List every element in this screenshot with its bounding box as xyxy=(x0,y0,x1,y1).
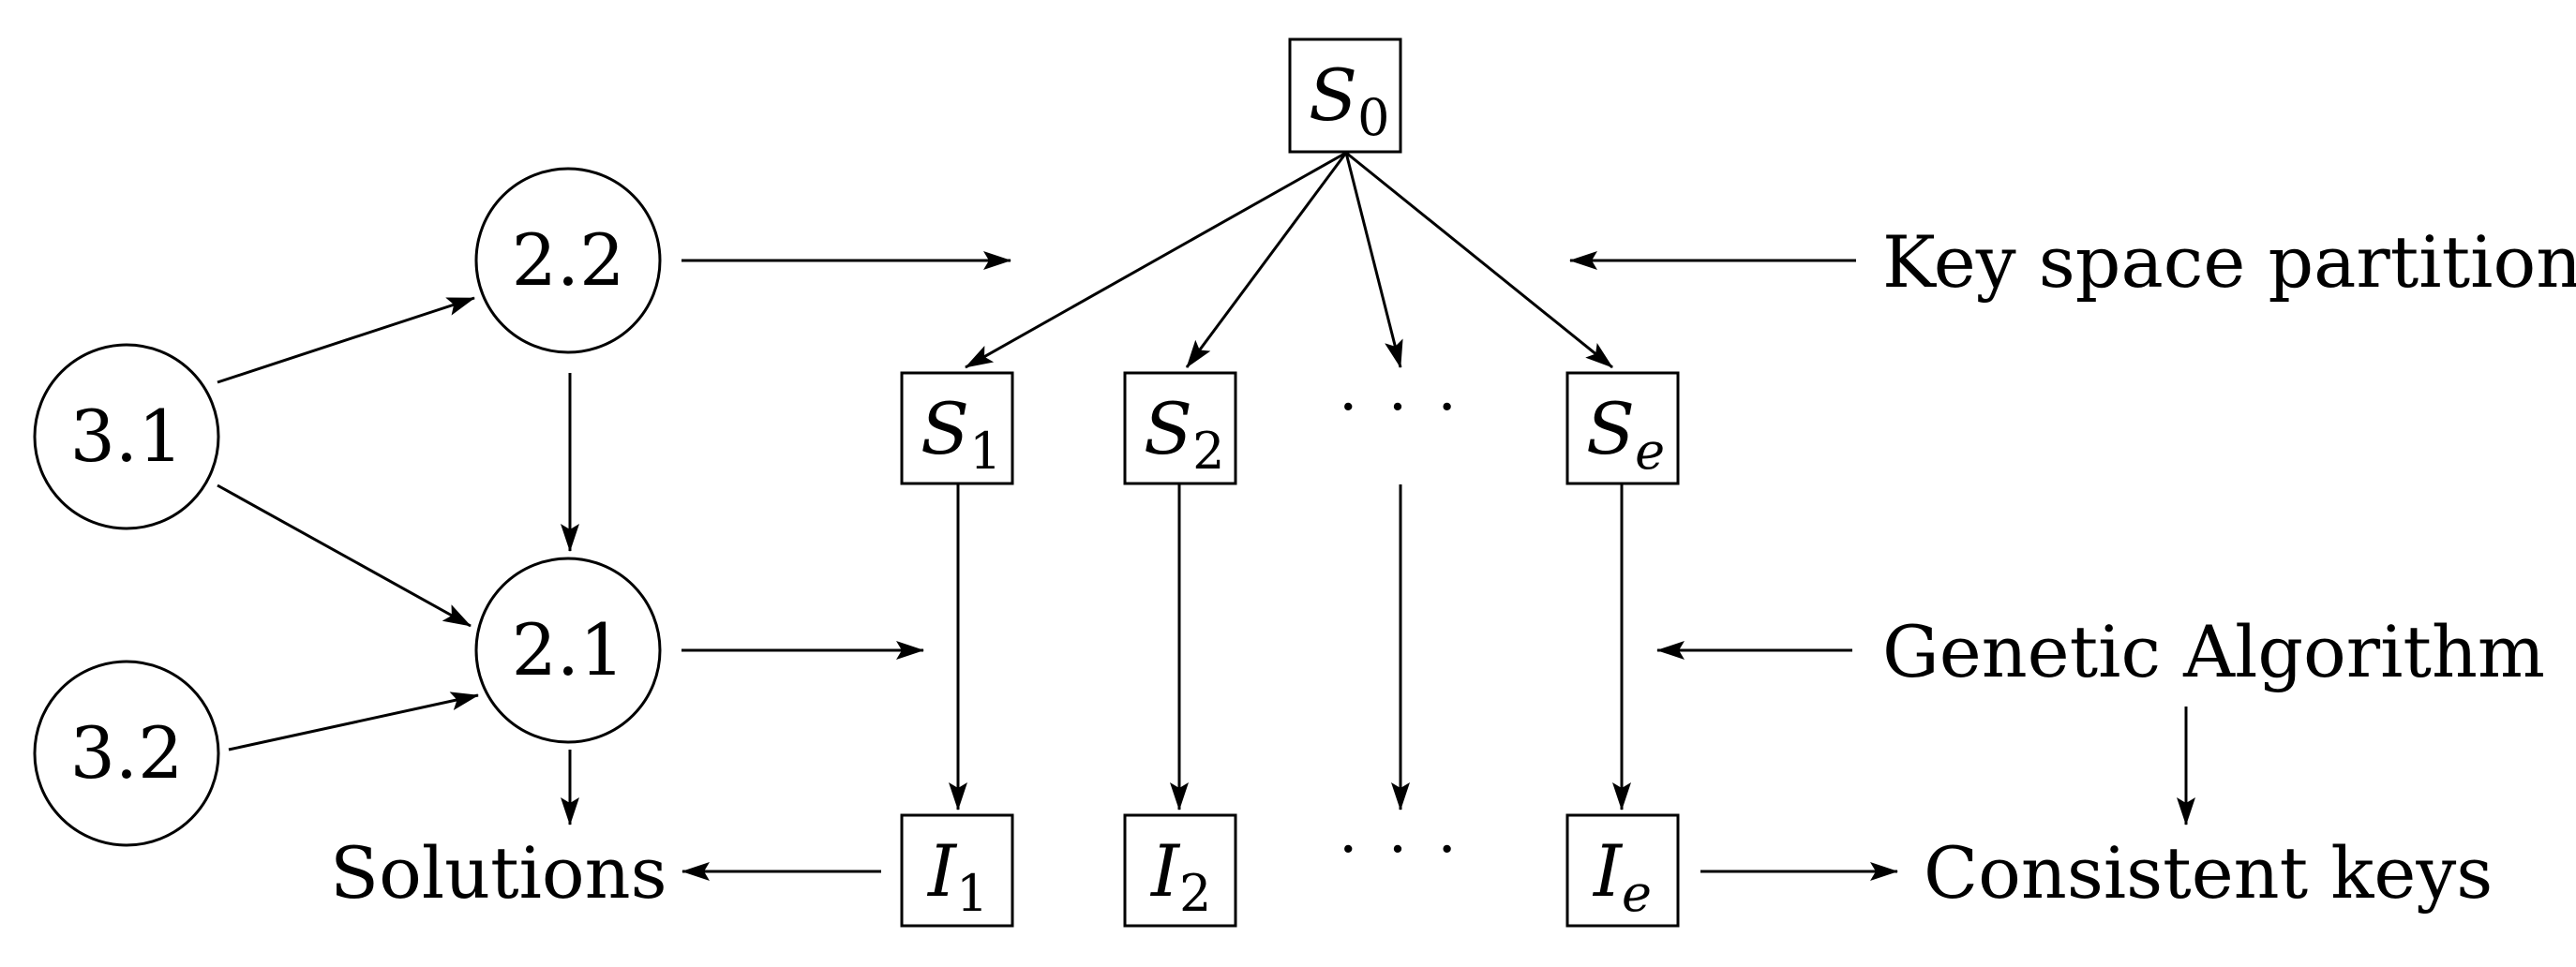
node-se-main: S xyxy=(1586,387,1635,470)
svg-text:Ie: Ie xyxy=(1592,829,1652,923)
circle-2-1: 2.1 xyxy=(474,557,662,744)
edge-s0-s2 xyxy=(1185,152,1348,368)
circle-3-1-label: 3.1 xyxy=(70,394,184,478)
circle-2-2: 2.2 xyxy=(474,167,662,354)
node-s0: S0 xyxy=(1288,37,1402,154)
node-s2-sub: 2 xyxy=(1192,422,1224,481)
node-s2: S2 xyxy=(1123,371,1237,485)
node-i1: I1 xyxy=(900,813,1014,928)
edge-c31-c22 xyxy=(217,296,475,384)
node-i1-main: I xyxy=(926,829,958,913)
svg-text:I1: I1 xyxy=(926,829,988,923)
edge-s0-se xyxy=(1345,151,1613,369)
circle-3-2-label: 3.2 xyxy=(70,711,184,795)
edges xyxy=(217,151,2195,881)
edge-s0-s1 xyxy=(965,151,1347,369)
node-ie-sub: e xyxy=(1622,864,1652,923)
node-s2-main: S xyxy=(1144,387,1192,470)
label-genetic-algorithm: Genetic Algorithm xyxy=(1882,610,2545,693)
node-i1-sub: 1 xyxy=(956,864,988,923)
node-s0-sub: 0 xyxy=(1357,88,1389,147)
label-key-space-partition: Key space partition xyxy=(1882,220,2576,304)
svg-text:I2: I2 xyxy=(1149,829,1211,923)
edge-s0-dots xyxy=(1344,152,1403,368)
svg-text:S1: S1 xyxy=(921,387,1001,481)
circle-2-1-label: 2.1 xyxy=(512,608,625,692)
circle-2-2-label: 2.2 xyxy=(512,218,625,302)
edge-c32-c21 xyxy=(228,692,479,751)
ellipsis-bottom: · · · xyxy=(1339,815,1462,885)
node-ie-main: I xyxy=(1592,829,1624,913)
node-s1-main: S xyxy=(921,387,969,470)
node-se-sub: e xyxy=(1635,422,1665,481)
node-s1-sub: 1 xyxy=(969,422,1001,481)
node-se: Se xyxy=(1565,371,1680,485)
svg-text:S2: S2 xyxy=(1144,387,1224,481)
node-s0-main: S xyxy=(1309,53,1357,137)
label-solutions: Solutions xyxy=(330,831,667,915)
ellipsis-top: · · · xyxy=(1339,373,1462,442)
node-i2: I2 xyxy=(1123,813,1237,928)
label-consistent-keys: Consistent keys xyxy=(1924,831,2493,915)
node-ie: Ie xyxy=(1565,813,1680,928)
edge-c31-c21 xyxy=(217,484,472,628)
node-s1: S1 xyxy=(900,371,1014,485)
svg-text:Se: Se xyxy=(1586,387,1665,481)
node-i2-main: I xyxy=(1149,829,1181,913)
circle-3-1: 3.1 xyxy=(33,343,220,530)
svg-text:S0: S0 xyxy=(1309,53,1389,147)
circle-3-2: 3.2 xyxy=(33,660,220,847)
node-i2-sub: 2 xyxy=(1179,864,1211,923)
